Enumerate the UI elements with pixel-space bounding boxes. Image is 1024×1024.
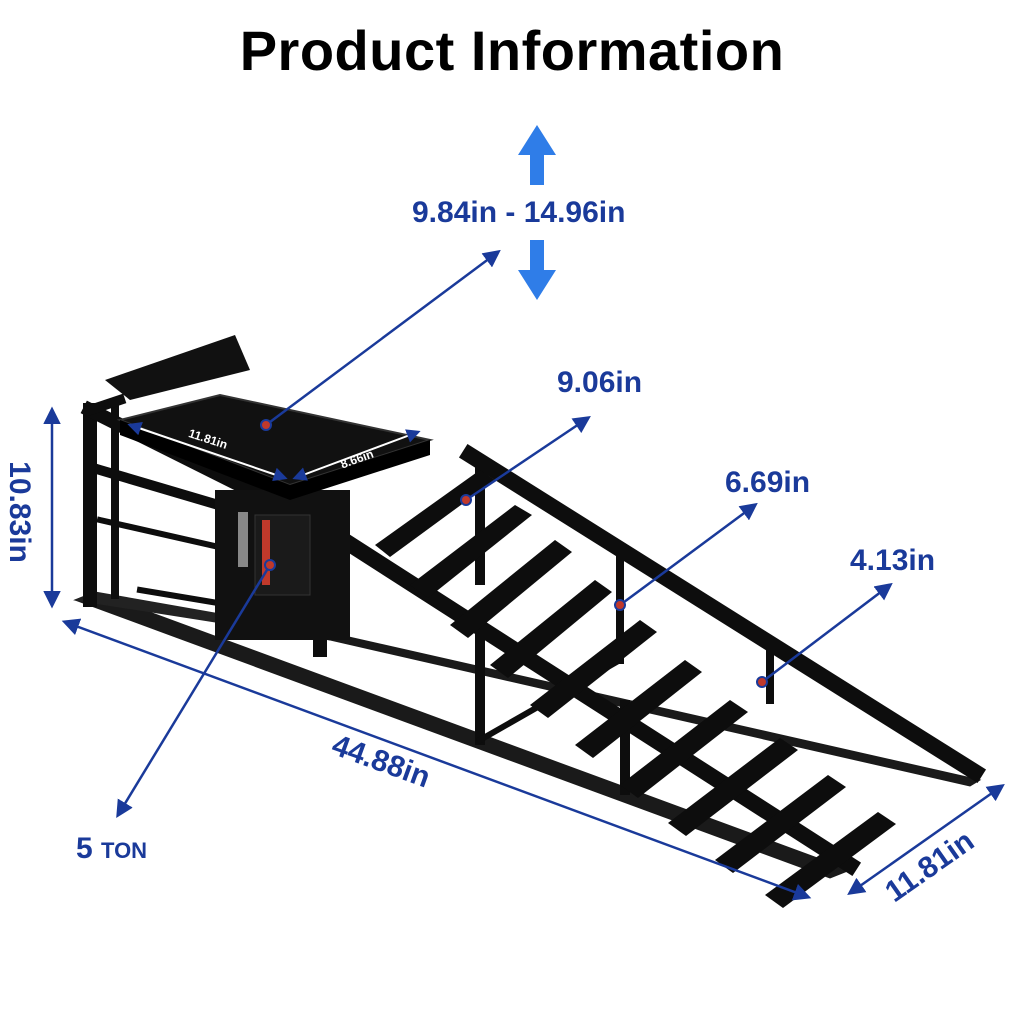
page-title: Product Information (239, 19, 785, 82)
dimension-arrows (43, 249, 1005, 901)
height-label: 10.83in (2, 461, 36, 563)
measurement-points (260, 419, 768, 688)
lift-up-arrow-icon (518, 125, 556, 185)
lift-platform (105, 335, 434, 500)
lift-down-arrow-icon (518, 240, 556, 300)
step-high-label: 9.06in (557, 366, 643, 399)
lift-range-label: 9.84in - 14.96in (412, 196, 626, 229)
capacity-label: 5 TON (76, 832, 147, 866)
bottle-jack-icon (215, 490, 350, 640)
step-mid-label: 6.69in (725, 466, 811, 499)
capacity-unit: TON (101, 838, 148, 863)
platform-dimension-lines (127, 422, 421, 481)
step-low-label: 4.13in (850, 544, 936, 577)
capacity-number: 5 (76, 832, 93, 865)
